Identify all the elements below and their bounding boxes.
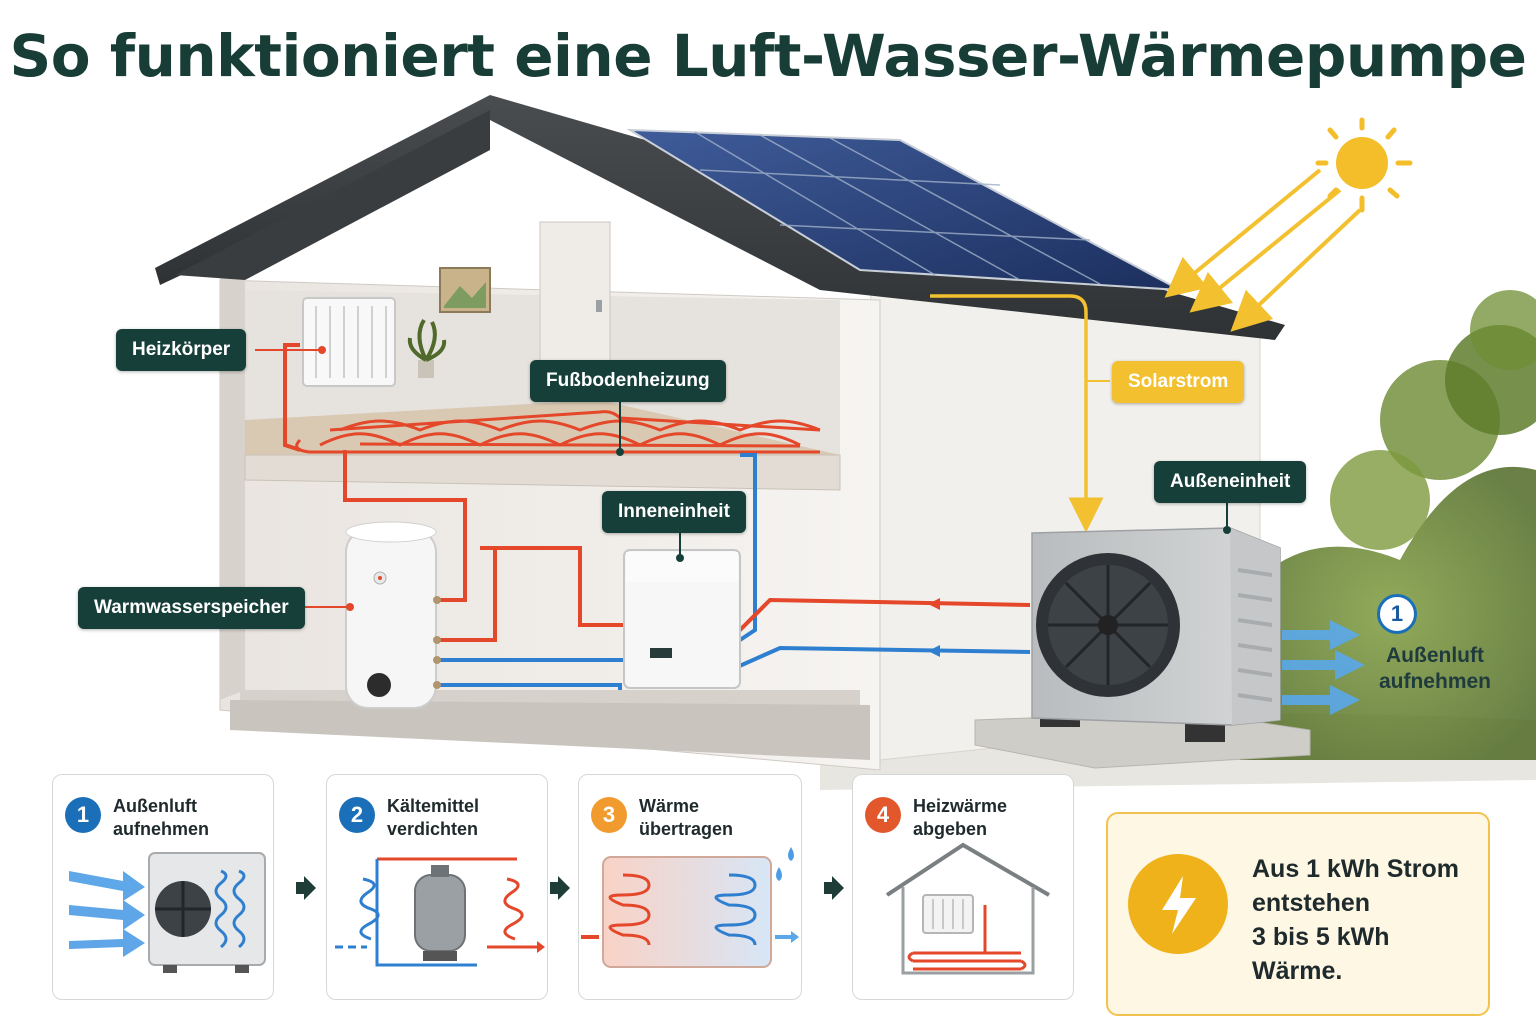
info-line-3: 3 bis 5 kWh Wärme.	[1252, 923, 1390, 985]
next-arrow-3	[824, 876, 844, 900]
step-number-1: 1	[65, 797, 101, 833]
house-heating-icon	[885, 842, 1051, 975]
step-number-2: 2	[339, 797, 375, 833]
step-card-1: 1 Außenluft aufnehmen	[52, 774, 274, 1000]
next-arrow-1	[296, 876, 316, 900]
step-1-line-1: Außenluft	[113, 796, 197, 816]
label-heizkoerper: Heizkörper	[116, 329, 247, 371]
callout-text: Außenluft aufnehmen	[1370, 643, 1500, 695]
step-2-line-1: Kältemittel	[387, 796, 480, 816]
step-card-4: 4 Heizwärme abgeben	[852, 774, 1074, 1000]
step-3-line-2: übertragen	[639, 819, 734, 839]
step-text-1: Außenluft aufnehmen	[113, 795, 263, 841]
step-4-line-2: abgeben	[913, 819, 988, 839]
step-number-3: 3	[591, 797, 627, 833]
step-1-line-2: aufnehmen	[113, 819, 210, 839]
callout-badge: 1	[1377, 594, 1417, 634]
step-text-2: Kältemittel verdichten	[387, 795, 537, 841]
callout-line-2: aufnehmen	[1378, 670, 1491, 693]
label-solarstrom: Solarstrom	[1112, 361, 1245, 403]
label-warmwasserspeicher: Warmwasserspeicher	[78, 587, 305, 629]
step-card-2: 2 Kältemittel verdichten	[326, 774, 548, 1000]
compressor-icon	[335, 857, 545, 967]
label-fussbodenheizung: Fußbodenheizung	[530, 360, 726, 402]
efficiency-info-box: Aus 1 kWh Strom entstehen 3 bis 5 kWh Wä…	[1106, 812, 1490, 1016]
next-arrow-2	[550, 876, 570, 900]
step-4-line-1: Heizwärme	[913, 796, 1008, 816]
step-2-line-2: verdichten	[387, 819, 479, 839]
step-3-line-1: Wärme	[639, 796, 700, 816]
label-inneneinheit: Inneneinheit	[602, 491, 746, 533]
step-number-4: 4	[865, 797, 901, 833]
label-aussenheit: Außeneinheit	[1154, 461, 1307, 503]
lightning-icon	[1128, 854, 1228, 954]
step-card-3: 3 Wärme übertragen	[578, 774, 802, 1000]
efficiency-text: Aus 1 kWh Strom entstehen 3 bis 5 kWh Wä…	[1252, 852, 1482, 988]
info-line-2: entstehen	[1252, 889, 1371, 917]
step-text-3: Wärme übertragen	[639, 795, 789, 841]
callout-line-1: Außenluft	[1386, 644, 1484, 667]
air-intake-icon	[69, 852, 266, 973]
heat-exchange-icon	[581, 847, 799, 968]
info-line-1: Aus 1 kWh Strom	[1252, 855, 1459, 883]
page-title: So funktioniert eine Luft-Wasser-Wärmepu…	[9, 22, 1527, 90]
step-text-4: Heizwärme abgeben	[913, 795, 1063, 841]
